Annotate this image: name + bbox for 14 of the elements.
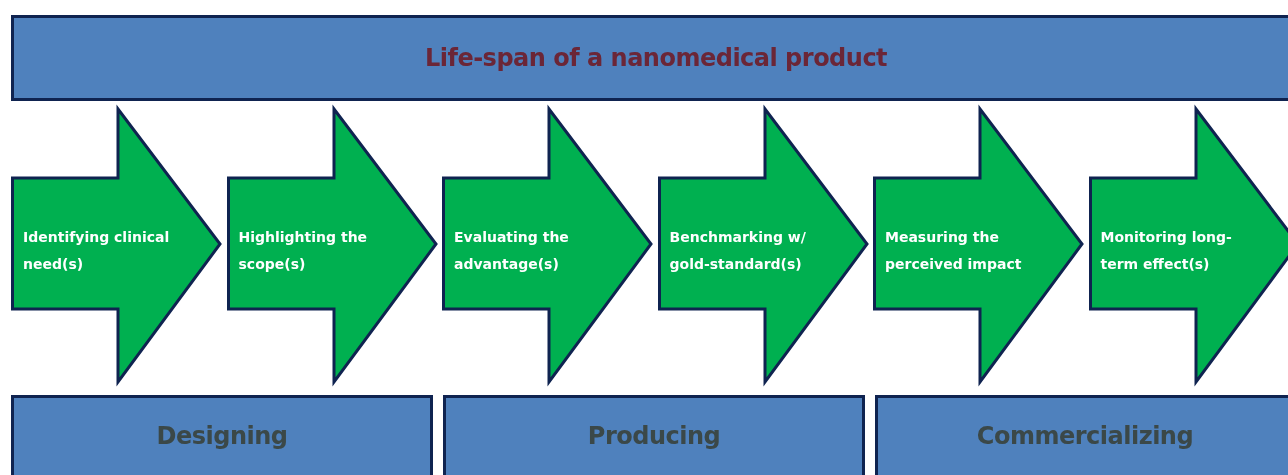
phase-label: Producing (587, 422, 721, 450)
phase-label: Commercializing (976, 422, 1194, 450)
header-banner (11, 15, 1288, 101)
step-label: Monitoring long-term effect(s) (1100, 228, 1233, 274)
phase-bar (11, 395, 433, 475)
phase-label: Designing (156, 422, 288, 450)
banner-title: Life-span of a nanomedical product (424, 44, 888, 72)
phase-bar (443, 395, 865, 475)
step-label: Benchmarking w/ gold-standard(s) (669, 228, 807, 274)
step-label: Identifying clinical need(s) (23, 228, 171, 274)
step-label: Evaluating the advantage(s) (454, 228, 570, 274)
phase-bar (875, 395, 1288, 475)
step-label: Measuring the perceived impact (885, 228, 1023, 274)
step-label: Highlighting the scope(s) (238, 228, 369, 274)
